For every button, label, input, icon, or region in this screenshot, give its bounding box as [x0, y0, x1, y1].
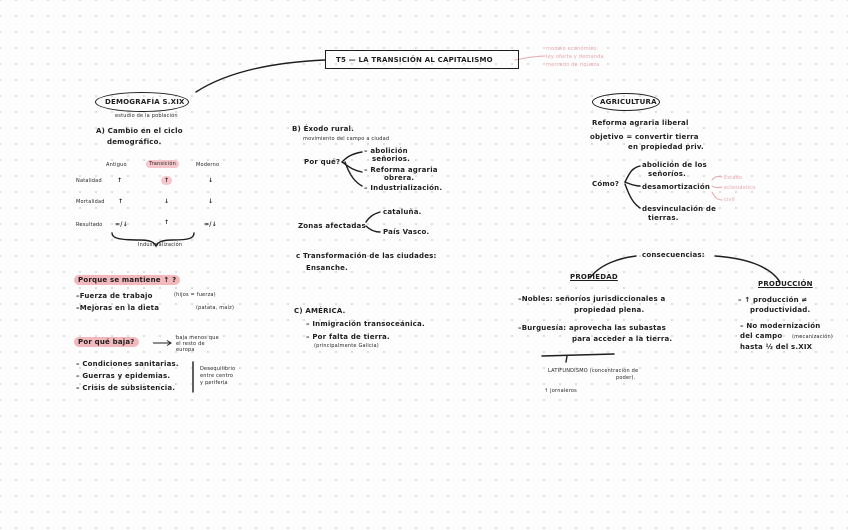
agri-item-2: desamortización	[642, 183, 711, 191]
q2-side-1: Desequilibrio	[200, 366, 236, 372]
america-item-1: – Inmigración transoceánica.	[306, 320, 425, 328]
col-moderno: Moderno	[196, 162, 220, 168]
agricultura-line2a: objetivo = convertir tierra	[590, 133, 699, 141]
exodo-reason-3: – Industrialización.	[364, 184, 443, 192]
agricultura-line1: Reforma agraria liberal	[592, 119, 689, 127]
q1-item-2: –Mejoras en la dieta	[76, 304, 160, 312]
prod-item-1: – ↑ producción ≠	[738, 296, 808, 304]
exodo-c-line1: c Transformación de las ciudades:	[296, 252, 437, 260]
row-mortalidad-antiguo: ↑	[118, 198, 124, 205]
prop-item-1: –Nobles: señoríos jurisdiccionales a	[518, 295, 666, 303]
exodo-b-sub: movimiento del campo a ciudad	[303, 136, 390, 142]
agricultura-como: Cómo?	[592, 180, 620, 188]
title-box	[325, 50, 519, 69]
q2-note-2: el resto de	[176, 341, 205, 347]
prod-item-2: – No modernización	[740, 322, 821, 330]
title-note-2: ley oferta y demanda	[546, 54, 604, 60]
latifundismo-3: ↑ jornaleros	[544, 388, 577, 394]
agri-note-eclesiastico: eclesiástico	[724, 185, 756, 191]
q2-arrow	[153, 340, 172, 346]
title-note-3: mercado de riqueza	[546, 62, 600, 68]
america-label: C) AMÉRICA.	[294, 307, 346, 315]
latifundismo-2: poder).	[616, 375, 636, 381]
col-transicion: Transición	[146, 160, 179, 168]
agricultura-oval	[592, 93, 660, 111]
q2-item-3: – Crisis de subsistencia.	[76, 384, 176, 392]
exodo-zona-1: cataluña.	[383, 208, 422, 216]
q2-note-3: europa	[176, 347, 195, 353]
q2-side-3: y periferia	[200, 380, 228, 386]
row-resultado-antiguo: =/↓	[115, 221, 128, 228]
demografia-title: DEMOGRAFÍA S.XIX	[105, 98, 185, 106]
agri-note-estado: Estado	[724, 175, 743, 181]
q2-note-1: baja menos que	[176, 335, 219, 341]
demografia-oval	[95, 92, 189, 112]
exodo-c-line2: Ensanche.	[306, 264, 348, 272]
agri-item-3: desvinculación de	[642, 205, 717, 213]
q2-side-2: entre centro	[200, 373, 234, 379]
q1-note-2: (patata, maíz)	[196, 305, 235, 311]
agri-item-3b: tierras.	[648, 214, 679, 222]
row-mortalidad-moderno: ↓	[208, 198, 214, 205]
q1-heading: Porque se mantiene ↑ ?	[74, 275, 181, 285]
q2-item-2: – Guerras y epidemias.	[76, 372, 171, 380]
exodo-reason-1b: señorios.	[372, 155, 410, 163]
col-antiguo: Antiguo	[106, 162, 127, 168]
propiedad-heading: PROPIEDAD	[570, 273, 618, 281]
exodo-zona-2: País Vasco.	[383, 228, 430, 236]
q2-item-1: – Condiciones sanitarias.	[76, 360, 179, 368]
exodo-porque: Por qué?	[304, 158, 341, 166]
row-natalidad-transicion: ↑	[161, 176, 173, 185]
bracket-label: Industrialización	[138, 242, 183, 248]
produccion-heading: PRODUCCIÓN	[758, 280, 813, 288]
latifundismo-1: LATIFUNDISMO (concentración de	[548, 368, 639, 374]
demografia-subtitle: estudio de la población	[115, 113, 178, 119]
title-note-1: modelo económico:	[546, 46, 599, 52]
prop-item-1b: propiedad plena.	[574, 306, 645, 314]
page-title: T5 — LA TRANSICIÓN AL CAPITALISMO	[336, 56, 493, 64]
agricultura-line2b: en propiedad priv.	[628, 143, 704, 151]
prod-item-2c: hasta ½ del s.XIX	[740, 343, 813, 351]
agri-note-civil: civil	[724, 197, 735, 203]
agricultura-title: AGRICULTURA	[600, 98, 657, 106]
row-natalidad-moderno: ↓	[208, 177, 214, 184]
row-mortalidad-label: Mortalidad	[76, 199, 105, 205]
prop-item-2: –Burguesía: aprovecha las subastas	[518, 324, 666, 332]
demografia-a-label2: demográfico.	[107, 138, 162, 146]
row-natalidad-antiguo: ↑	[117, 177, 123, 184]
prod-item-2b: del campo	[740, 332, 783, 340]
exodo-reason-1: – abolición	[364, 147, 408, 155]
america-note: (principalmente Galicia)	[314, 343, 379, 349]
agri-item-1b: señoríos.	[648, 170, 686, 178]
exodo-reason-2: – Reforma agraria	[364, 166, 438, 174]
q1-item-1: –Fuerza de trabajo	[76, 292, 153, 300]
row-mortalidad-transicion: ↓	[164, 198, 170, 205]
exodo-b-label: B) Éxodo rural.	[292, 125, 355, 133]
row-resultado-transicion: ↑	[164, 219, 170, 226]
demografia-a-label: A) Cambio en el ciclo	[96, 127, 183, 135]
consecuencias: consecuencias:	[642, 251, 705, 259]
exodo-zonas: Zonas afectadas	[298, 222, 366, 230]
row-resultado-moderno: =/↓	[204, 221, 217, 228]
row-resultado-label: Resultado	[76, 222, 103, 228]
agri-item-1: abolición de los	[642, 161, 707, 169]
exodo-reason-2b: obrera.	[384, 174, 415, 182]
america-item-2: – Por falta de tierra.	[306, 333, 390, 341]
prop-item-2b: para acceder a la tierra.	[572, 335, 673, 343]
q1-note-1: (hijos = fuerza)	[174, 292, 216, 298]
prod-note: (mecanización)	[792, 334, 834, 340]
q2-heading: Por qué baja?	[74, 337, 139, 347]
row-natalidad-label: Natalidad	[76, 178, 102, 184]
prod-item-1b: productividad.	[750, 306, 811, 314]
